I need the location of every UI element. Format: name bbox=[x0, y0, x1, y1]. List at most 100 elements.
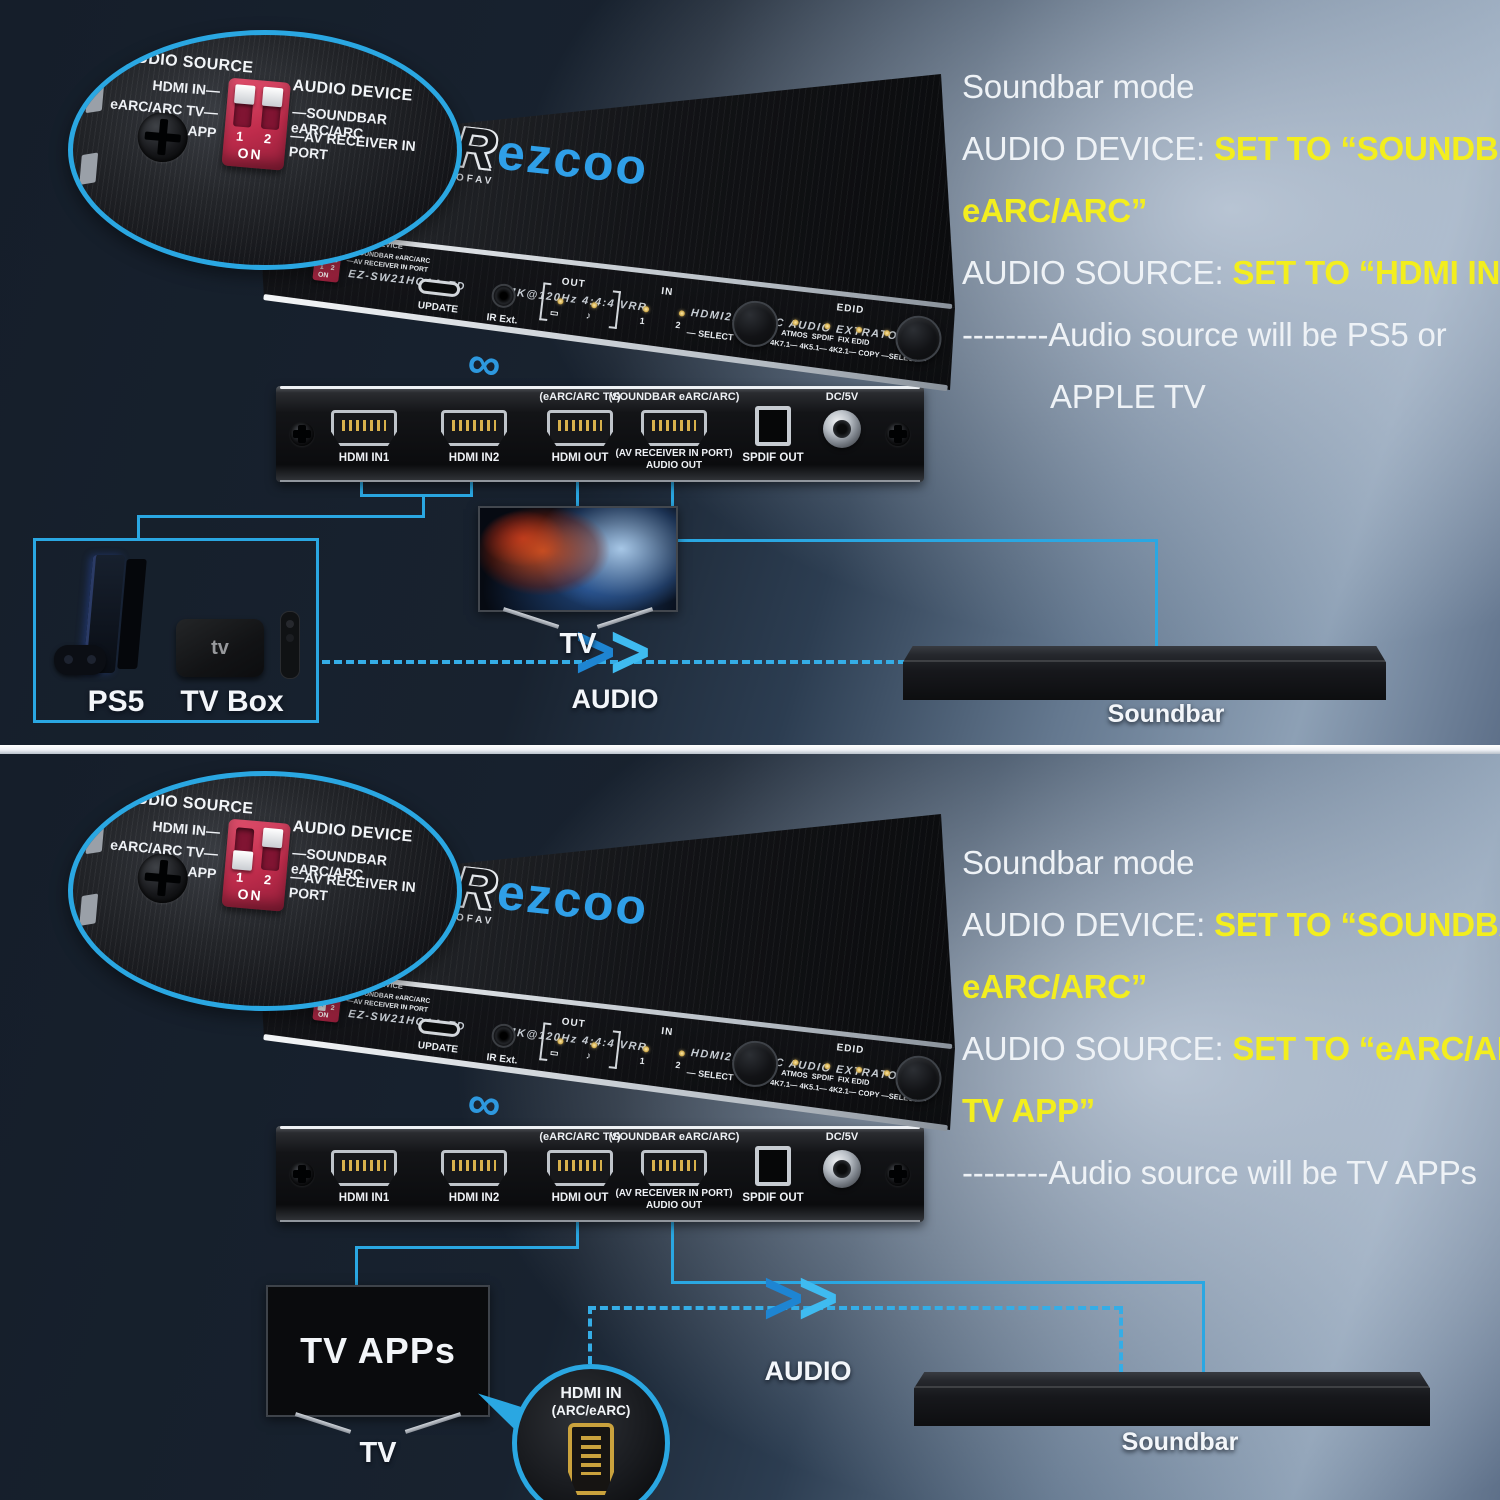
callout-audio-device-title: AUDIO DEVICE bbox=[291, 818, 414, 846]
tv-screen bbox=[478, 506, 678, 612]
note-line5: --------Audio source will be PS5 or bbox=[962, 316, 1447, 353]
note-line3-yellow: eARC/ARC” bbox=[962, 968, 1148, 1005]
hdmi-in2-port bbox=[441, 410, 507, 446]
device-rear-panel: (eARC/ARC TV) (SOUNDBAR eARC/ARC) DC/5V … bbox=[276, 1126, 924, 1222]
panel-divider bbox=[0, 745, 1500, 754]
out-led-audio bbox=[590, 301, 598, 309]
hdmi-in2-port bbox=[441, 1150, 507, 1186]
hdmi-in-callout-line1: HDMI IN bbox=[560, 1385, 622, 1402]
out-bracket-right bbox=[608, 290, 622, 330]
out-label: OUT bbox=[561, 276, 587, 291]
edid-led-atmos bbox=[792, 319, 799, 326]
note-line6: --------Audio source will be TV APPs bbox=[962, 1154, 1477, 1191]
hdmi-plug-icon bbox=[568, 1423, 614, 1495]
device-edge-fin bbox=[79, 893, 99, 926]
audio-out-label: (AV RECEIVER IN PORT) AUDIO OUT bbox=[615, 1188, 732, 1212]
hdmi-in2-label: HDMI IN2 bbox=[448, 452, 500, 464]
usb-c-update-port bbox=[417, 1018, 461, 1038]
in-num-1: 1 bbox=[639, 1055, 646, 1067]
panel-soundbar-mode-hdmi-in: R ezcoo OFAV EZ-SW21HQ1A-ED 4K@120Hz 4:4… bbox=[0, 0, 1500, 746]
tv: TV APPs TV bbox=[266, 1285, 490, 1469]
dip-handle-2-up bbox=[261, 86, 284, 108]
connection-line-to-soundbar bbox=[1155, 539, 1158, 651]
tv-remote bbox=[280, 611, 300, 679]
note-title: Soundbar mode bbox=[962, 68, 1195, 105]
note-line5-yellow: TV APP” bbox=[962, 1092, 1096, 1129]
apple-tv-box: tv bbox=[176, 619, 264, 677]
dip-num-1: 1 bbox=[235, 869, 244, 886]
hdmi-in1-label: HDMI IN1 bbox=[338, 1192, 390, 1204]
soundbar bbox=[903, 646, 1386, 700]
dip-slot-2 bbox=[260, 86, 284, 131]
note-line4-white: AUDIO SOURCE: bbox=[962, 254, 1233, 291]
callout-audio-source-title: AUDIO SOURCE bbox=[123, 48, 255, 77]
audio-out-top-label: (SOUNDBAR eARC/ARC) bbox=[608, 1131, 740, 1143]
audio-arrow-icon: >> bbox=[572, 609, 654, 694]
in-select-label: — SELECT bbox=[686, 1067, 735, 1083]
audio-dashed-line bbox=[588, 1306, 1122, 1310]
note-line2-yellow: SET TO “SOUNDBAR bbox=[1214, 130, 1500, 167]
device-rear-panel: (eARC/ARC TV) (SOUNDBAR eARC/ARC) DC/5V … bbox=[276, 386, 924, 482]
note-line2: AUDIO DEVICE: SET TO “SOUNDBAR bbox=[962, 118, 1500, 180]
edid-led-spdif bbox=[824, 322, 831, 330]
note-line2-yellow: SET TO “SOUNDBAR bbox=[1214, 906, 1500, 943]
edid-label: EDID bbox=[835, 1042, 865, 1057]
dip-num-2: 2 bbox=[330, 264, 336, 273]
mode-annotation: Soundbar mode AUDIO DEVICE: SET TO “SOUN… bbox=[962, 56, 1500, 428]
hdmi-out-port bbox=[547, 1150, 613, 1186]
edid-led-spdif bbox=[824, 1062, 831, 1070]
edid-led-fix bbox=[855, 326, 863, 334]
note-line4-yellow: SET TO “eARC/ARC bbox=[1232, 1030, 1500, 1067]
audio-label: AUDIO bbox=[764, 1356, 852, 1386]
dip-handle-2-up bbox=[261, 827, 284, 849]
screw-icon bbox=[290, 422, 314, 446]
audio-dashed-line bbox=[1119, 1306, 1123, 1372]
audio-dashed-line bbox=[322, 660, 906, 664]
hdmi-in2-label: HDMI IN2 bbox=[448, 1192, 500, 1204]
spdif-out-label: SPDIF OUT bbox=[742, 1192, 804, 1204]
in-label: IN bbox=[660, 1025, 674, 1039]
note-line3: eARC/ARC” bbox=[962, 956, 1500, 1018]
dip-num-2: 2 bbox=[263, 130, 272, 147]
dip-on-label: ON bbox=[317, 271, 329, 280]
apple-tv-logo: tv bbox=[211, 636, 229, 659]
panel-soundbar-mode-tv-app: R ezcoo OFAV EZ-SW21HQ1A-ED 4K@120Hz 4:4… bbox=[0, 754, 1500, 1500]
dip-handle-1-up bbox=[233, 84, 256, 105]
out-led-audio bbox=[590, 1041, 598, 1049]
update-label: UPDATE bbox=[417, 1040, 459, 1056]
audio-out-label: (AV RECEIVER IN PORT) AUDIO OUT bbox=[615, 448, 732, 472]
display-icon: ▭ bbox=[549, 307, 560, 319]
dc-power-jack bbox=[823, 1150, 861, 1188]
audio-out-top-label: (SOUNDBAR eARC/ARC) bbox=[608, 391, 740, 403]
connection-line-hdmi-out bbox=[355, 1246, 579, 1249]
audio-out-label-line1: (AV RECEIVER IN PORT) bbox=[615, 1188, 733, 1199]
spdif-out-port bbox=[755, 406, 791, 446]
usb-c-update-port bbox=[417, 278, 461, 298]
audio-out-label-line2: AUDIO OUT bbox=[645, 1200, 703, 1211]
dip-on-label: ON bbox=[317, 1011, 329, 1020]
connection-line bbox=[360, 480, 363, 496]
hdmi-in1-port bbox=[331, 410, 397, 446]
tv-box-label: TV Box bbox=[180, 685, 284, 718]
connection-line bbox=[422, 494, 425, 518]
note-line6: APPLE TV bbox=[1050, 378, 1206, 415]
connection-line bbox=[470, 480, 473, 496]
in-num-1: 1 bbox=[639, 315, 646, 327]
connection-line-hdmi-out-to-tv bbox=[576, 480, 579, 508]
ir-ext-jack bbox=[490, 282, 518, 310]
tv-apps-label: TV APPs bbox=[300, 1330, 456, 1371]
out-led-tv bbox=[557, 1038, 564, 1045]
audio-out-port bbox=[641, 1150, 707, 1186]
note-title: Soundbar mode bbox=[962, 844, 1195, 881]
edid-led-copy bbox=[883, 1069, 891, 1077]
note-line4-white: AUDIO SOURCE: bbox=[962, 1030, 1233, 1067]
tv-label: TV bbox=[559, 628, 597, 660]
hdmi-out-label: HDMI OUT bbox=[551, 1192, 609, 1204]
spdif-out-port bbox=[755, 1146, 791, 1186]
mode-annotation: Soundbar mode AUDIO DEVICE: SET TO “SOUN… bbox=[962, 832, 1500, 1204]
edid-led-atmos bbox=[792, 1059, 799, 1066]
connection-line-audio-out bbox=[671, 1220, 674, 1284]
out-label: OUT bbox=[561, 1016, 587, 1031]
screw-icon bbox=[886, 1162, 910, 1186]
